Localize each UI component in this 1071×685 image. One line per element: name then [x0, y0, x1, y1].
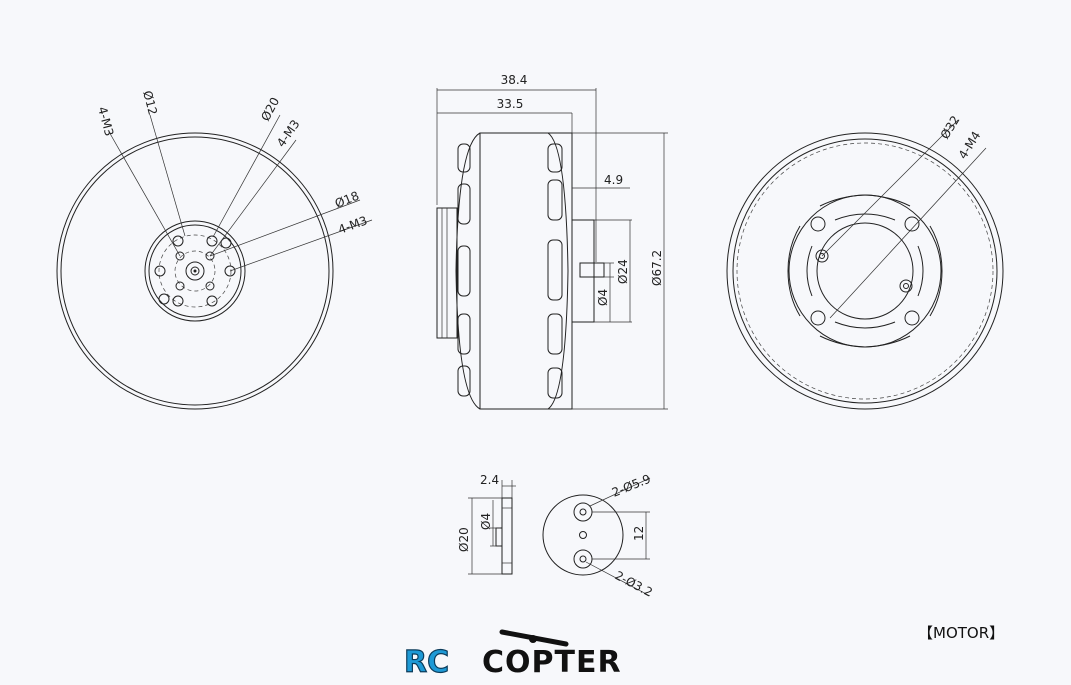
front-dim-d12: Ø12	[140, 89, 160, 116]
side-bell-right	[547, 132, 569, 410]
back-dim-4m4: 4-M4	[956, 129, 984, 162]
adapter-side-boss	[495, 527, 503, 547]
side-rear-mount	[571, 219, 595, 323]
adapter-center-hole	[579, 531, 587, 539]
front-center	[193, 269, 197, 273]
adapter-dim-2-4: 2.4	[480, 473, 499, 487]
front-view: 4-M3 Ø12 Ø20 4-M3 Ø18 4-M3	[56, 89, 373, 410]
side-dim-d24: Ø24	[616, 259, 630, 284]
back-stator-teeth	[787, 194, 943, 348]
adapter-hole-top-outer	[573, 502, 593, 522]
side-dim-d67-2: Ø67.2	[650, 250, 664, 286]
adapter-dim-2-d5-9: 2-Ø5.9	[610, 472, 653, 500]
adapter-front-disc	[542, 494, 624, 576]
side-dim-33-5: 33.5	[497, 97, 524, 111]
front-dim-4m3-c: 4-M3	[336, 213, 369, 236]
side-shaft	[579, 262, 605, 278]
adapter-hole-bottom-inner	[579, 555, 587, 563]
side-dim-38-4: 38.4	[501, 73, 528, 87]
back-center-bore	[816, 222, 914, 320]
back-view: Ø32 4-M4	[726, 113, 1004, 410]
front-outer-rim	[56, 132, 334, 410]
back-stator-outer	[788, 194, 942, 348]
logo-copter: COPTER	[482, 645, 622, 680]
adapter-hole-bottom-outer	[573, 549, 593, 569]
back-dim-d32: Ø32	[938, 113, 963, 141]
motor-tag: 【MOTOR】	[918, 624, 1005, 642]
front-inner-holes	[175, 251, 215, 291]
side-dim-d4: Ø4	[596, 289, 610, 306]
front-shaft-collar	[185, 261, 205, 281]
adapter-dim-12: 12	[632, 526, 646, 541]
adapter-dim-2-d3-2: 2-Ø3.2	[613, 568, 655, 599]
side-stator-body	[479, 132, 573, 410]
logo-rc: RC	[404, 645, 449, 680]
adapter-hole-top-inner	[579, 508, 587, 516]
front-hub-inner	[148, 224, 242, 318]
front-hub-outer	[144, 220, 246, 322]
front-dim-4m3-a: 4-M3	[95, 105, 116, 138]
side-vents-left	[457, 143, 471, 397]
front-dim-d20: Ø20	[258, 95, 282, 123]
back-mount-holes	[810, 216, 920, 326]
adapter-dim-d20: Ø20	[457, 527, 471, 552]
front-dim-4m3-b: 4-M3	[274, 117, 303, 150]
side-dim-4-9: 4.9	[604, 173, 623, 187]
adapter-side-view: 2.4 Ø4 Ø20	[457, 473, 516, 575]
front-outer-rim-inner	[60, 136, 330, 406]
back-outer-rim	[726, 132, 1004, 410]
back-rim-vents	[736, 142, 994, 400]
front-shaft	[190, 266, 200, 276]
front-outer-holes	[154, 235, 236, 307]
back-outer-rim-inner	[732, 138, 998, 404]
front-dim-d18: Ø18	[333, 189, 361, 211]
side-vents-right	[547, 143, 563, 399]
rc-copter-logo: RC COPTER	[403, 629, 622, 681]
front-bolt-circle-inner	[174, 250, 216, 292]
adapter-side-plate	[501, 497, 513, 575]
side-bell-left	[455, 132, 481, 410]
side-view: 38.4 33.5 4.9 Ø24 Ø4 Ø67.2	[436, 73, 668, 410]
logo-propeller-icon	[499, 629, 569, 647]
adapter-dim-d4: Ø4	[479, 513, 493, 530]
adapter-front-view: 2-Ø5.9 12 2-Ø3.2	[542, 472, 655, 600]
